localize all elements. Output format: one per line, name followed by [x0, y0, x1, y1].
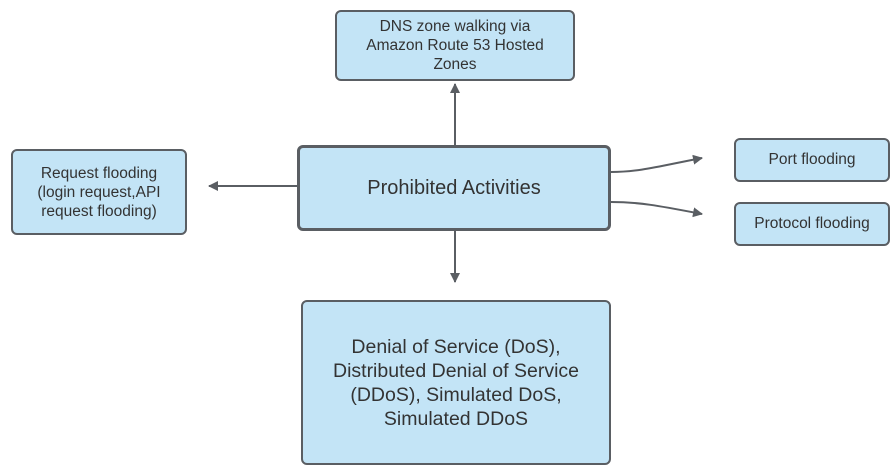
node-request-flooding: Request flooding (login request,API requ…: [11, 149, 187, 235]
node-prohibited-activities: Prohibited Activities: [297, 145, 611, 231]
node-denial-of-service-label: Denial of Service (DoS), Distributed Den…: [332, 335, 580, 430]
node-dns-zone-walking-label: DNS zone walking via Amazon Route 53 Hos…: [366, 18, 544, 73]
node-protocol-flooding-label: Protocol flooding: [754, 215, 870, 232]
node-denial-of-service: Denial of Service (DoS), Distributed Den…: [301, 300, 611, 465]
edge-center-to-port: [610, 154, 703, 173]
edge-center-to-protocol: [610, 201, 703, 218]
node-prohibited-activities-label: Prohibited Activities: [367, 176, 541, 199]
node-port-flooding-label: Port flooding: [768, 151, 856, 168]
node-protocol-flooding: Protocol flooding: [734, 202, 890, 246]
node-port-flooding: Port flooding: [734, 138, 890, 182]
node-request-flooding-label: Request flooding (login request,API requ…: [37, 164, 161, 220]
node-dns-zone-walking: DNS zone walking via Amazon Route 53 Hos…: [335, 10, 575, 81]
